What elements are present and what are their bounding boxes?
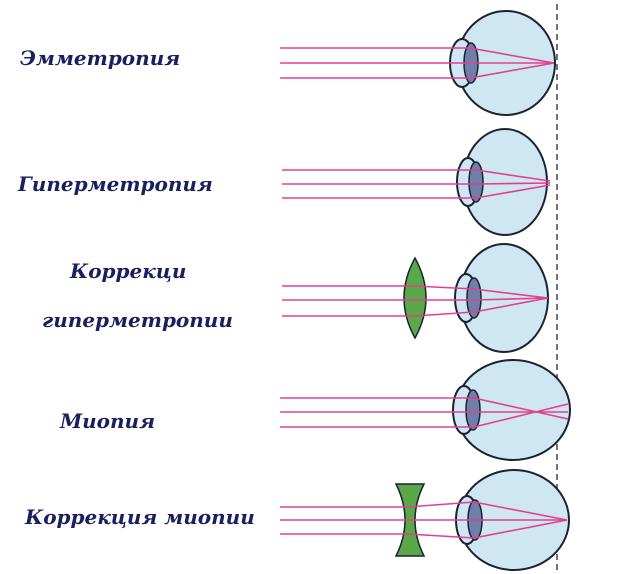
eye-emmetropia — [449, 10, 556, 116]
eye-lens — [465, 389, 481, 431]
label-correction-hypermetropia-line2: гиперметропии — [42, 308, 233, 332]
label-correction-myopia: Коррекция миопии — [25, 505, 255, 529]
label-correction-hypermetropia-line1: Коррекци — [70, 259, 187, 283]
eye-hypermetropia — [456, 128, 548, 236]
label-myopia: Миопия — [60, 409, 156, 433]
eye-correction-hypermetropia — [454, 243, 549, 353]
rays-emmetropia — [280, 47, 555, 79]
label-emmetropia: Эмметропия — [20, 46, 181, 70]
corrective-lens-convex — [403, 256, 427, 340]
eye-myopia — [452, 359, 571, 461]
eye-lens — [466, 277, 482, 319]
eye-lens — [468, 161, 484, 203]
rays-hypermetropia — [282, 169, 551, 199]
rays-correction-myopia — [280, 501, 568, 539]
rays-correction-hypermetropia — [282, 285, 549, 317]
label-hypermetropia: Гиперметропия — [18, 172, 213, 196]
rays-myopia — [280, 397, 569, 428]
